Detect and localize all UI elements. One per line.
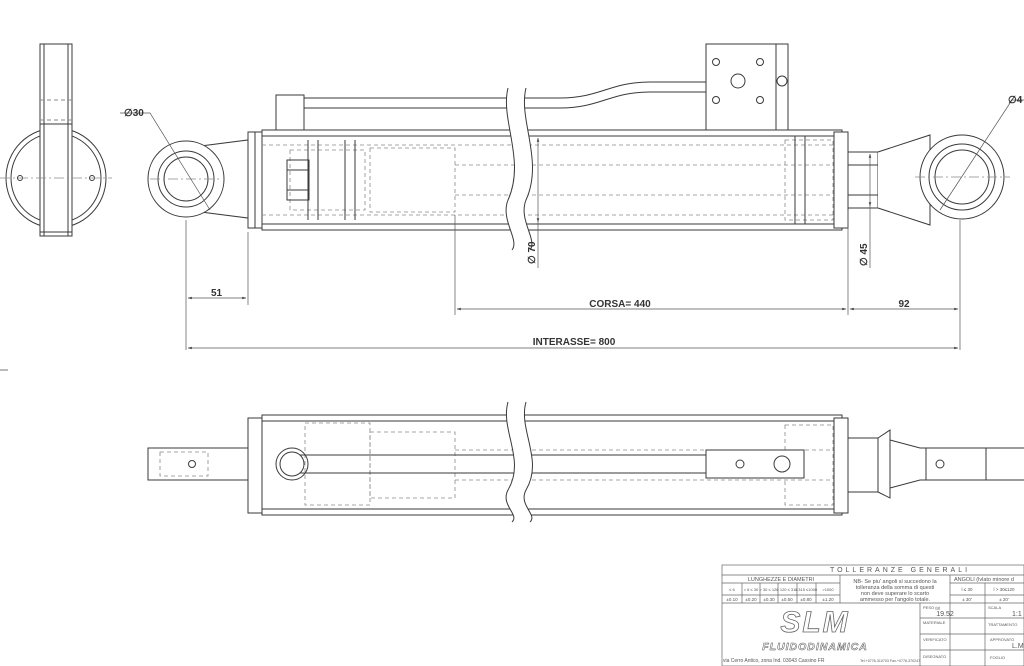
- tb-lengths-header: LUNGHEZZE E DIAMETRI: [748, 577, 815, 583]
- svg-text:MATERIALE: MATERIALE: [923, 620, 946, 625]
- svg-text:≤ 6: ≤ 6: [729, 587, 735, 592]
- svg-text:>1000: >1000: [822, 587, 834, 592]
- svg-text:19.52: 19.52: [936, 611, 954, 618]
- tb-angles: l ≤ 30 l > 30≤120 ± 30' ± 20': [962, 587, 1016, 602]
- svg-text:PESO (g): PESO (g): [923, 605, 941, 610]
- dim-eye-right: ∅4: [1008, 95, 1023, 106]
- svg-text:±1.20: ±1.20: [822, 597, 834, 602]
- break-mark-bottom: [505, 401, 533, 523]
- tb-address: via Cerro Antico, zona Ind. 03043 Cassin…: [723, 658, 825, 664]
- svg-text:±0.50: ±0.50: [781, 597, 793, 602]
- svg-text:TRATTAMENTO: TRATTAMENTO: [988, 622, 1017, 627]
- svg-text:l > 30≤120: l > 30≤120: [993, 587, 1015, 592]
- svg-text:NB- Se piu' angoli si succedon: NB- Se piu' angoli si succedono la: [853, 579, 937, 585]
- tb-fields: PESO (g) 19.52 SCALA 1:1 MATERIALE TRATT…: [923, 605, 1024, 660]
- break-mark-top: [505, 87, 533, 251]
- svg-text:SCALA: SCALA: [988, 605, 1001, 610]
- dim-center-distance: INTERASSE= 800: [533, 337, 616, 348]
- svg-text:± 30': ± 30': [962, 597, 972, 602]
- svg-text:> 315 ≤1000: > 315 ≤1000: [795, 587, 818, 592]
- tb-phone: Tel.+0776-310703 Fax.+0776-370247: [860, 659, 920, 663]
- svg-text:L.M: L.M: [1012, 643, 1024, 650]
- svg-text:VERIFICATO: VERIFICATO: [923, 637, 947, 642]
- bottom-view: [147, 414, 1024, 516]
- svg-text:FLUIDODINAMICA: FLUIDODINAMICA: [762, 641, 868, 653]
- end-view: [0, 43, 112, 237]
- tb-length-tolerances: ±0.10 ±0.20 ±0.30 ±0.50 ±0.80 ±1.20: [726, 597, 834, 602]
- dim-right-offset: 92: [898, 299, 910, 310]
- svg-text:1:1: 1:1: [1012, 611, 1022, 618]
- tb-note: NB- Se piu' angoli si succedono la tolle…: [853, 579, 937, 603]
- tb-angles-header: ANGOLI (lvlato minore d: [954, 577, 1014, 583]
- dim-left-offset: 51: [211, 288, 223, 299]
- dim-stroke: CORSA= 440: [589, 299, 651, 310]
- tb-header: TOLLERANZE GENERALI: [830, 567, 970, 574]
- dim-cylinder-diameter: ∅ 70: [527, 241, 538, 264]
- svg-text:l ≤ 30: l ≤ 30: [962, 587, 973, 592]
- title-block: [721, 564, 1024, 666]
- svg-text:DISEGNATO: DISEGNATO: [923, 654, 946, 659]
- svg-text:± 20': ± 20': [999, 597, 1009, 602]
- svg-text:SLM: SLM: [780, 606, 849, 639]
- svg-text:non deve superare lo scarto: non deve superare lo scarto: [861, 591, 929, 597]
- tb-length-ranges: ≤ 6 > 6 ≤ 30 > 30 ≤ 120 > 120 ≤ 315 > 31…: [729, 587, 834, 592]
- dim-eye-left: ∅30: [124, 108, 144, 119]
- svg-text:±0.20: ±0.20: [745, 597, 757, 602]
- dim-rod-diameter: ∅ 45: [859, 243, 870, 266]
- svg-text:> 120 ≤ 315: > 120 ≤ 315: [776, 587, 798, 592]
- svg-text:±0.10: ±0.10: [726, 597, 738, 602]
- svg-text:±0.30: ±0.30: [763, 597, 775, 602]
- dimension-lines: [120, 99, 1024, 350]
- company-logo: SLM FLUIDODINAMICA: [762, 606, 868, 654]
- svg-text:> 6 ≤ 30: > 6 ≤ 30: [744, 587, 759, 592]
- svg-text:±0.80: ±0.80: [800, 597, 812, 602]
- svg-text:FOGLIO: FOGLIO: [990, 655, 1005, 660]
- main-view: [147, 43, 1010, 231]
- svg-text:ammesso per l'angolo totale.: ammesso per l'angolo totale.: [860, 597, 931, 603]
- svg-text:> 30 ≤ 120: > 30 ≤ 120: [760, 587, 780, 592]
- svg-text:APPROVATO: APPROVATO: [990, 637, 1014, 642]
- svg-text:tolleranza della somma di ques: tolleranza della somma di questi: [856, 585, 935, 591]
